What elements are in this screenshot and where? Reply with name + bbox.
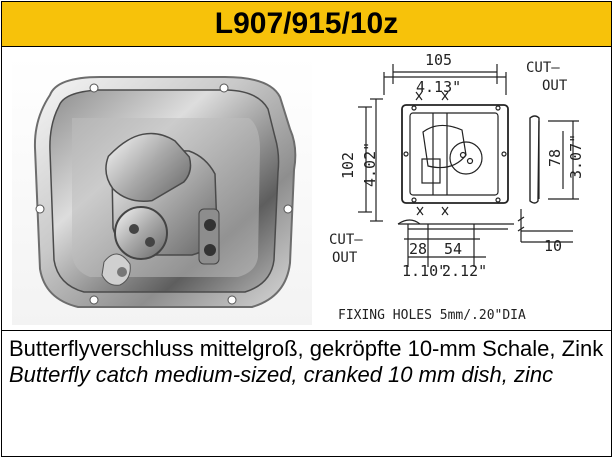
german-description: Butterflyverschluss mittelgroß, gekröpft… xyxy=(9,336,604,361)
cutout-label-side-2: OUT xyxy=(542,78,568,94)
product-photo xyxy=(12,55,312,325)
bottom-dim-2-mm-label: 54 xyxy=(444,240,462,258)
height-mm-label: 102 xyxy=(339,152,357,179)
width-mm-label: 105 xyxy=(425,51,452,69)
width-in-label: 4.13" xyxy=(416,78,461,96)
bottom-dim-1-in-label: 1.10" xyxy=(402,262,447,280)
butterfly-catch-photo xyxy=(33,76,297,308)
product-image-row: 105 4.13" 102 4.02" CUT– OUT 78 3.07" CU… xyxy=(2,47,611,331)
cutout-label-bottom-2: OUT xyxy=(332,250,358,266)
bottom-dim-1-mm-label: 28 xyxy=(409,240,427,258)
fixing-holes-note: FIXING HOLES 5mm/.20"DIA xyxy=(338,308,526,323)
product-code: L907/915/10z xyxy=(214,7,399,40)
bottom-dim-2-in-label: 2.12" xyxy=(442,262,487,280)
product-title-bar: L907/915/10z xyxy=(2,2,611,47)
technical-drawing: 105 4.13" 102 4.02" CUT– OUT 78 3.07" CU… xyxy=(320,47,608,329)
cutout-label-bottom-1: CUT– xyxy=(329,232,363,248)
cutout-height-mm-label: 78 xyxy=(546,149,564,167)
cutout-height-in-label: 3.07" xyxy=(567,134,585,179)
english-description: Butterfly catch medium-sized, cranked 10… xyxy=(9,362,554,387)
height-in-label: 4.02" xyxy=(361,142,379,187)
side-depth-label: 10 xyxy=(544,237,562,255)
product-description: Butterflyverschluss mittelgroß, gekröpft… xyxy=(9,336,607,388)
cutout-label-side-1: CUT– xyxy=(526,60,560,76)
dimension-diagram: 105 4.13" 102 4.02" CUT– OUT 78 3.07" CU… xyxy=(329,51,585,323)
